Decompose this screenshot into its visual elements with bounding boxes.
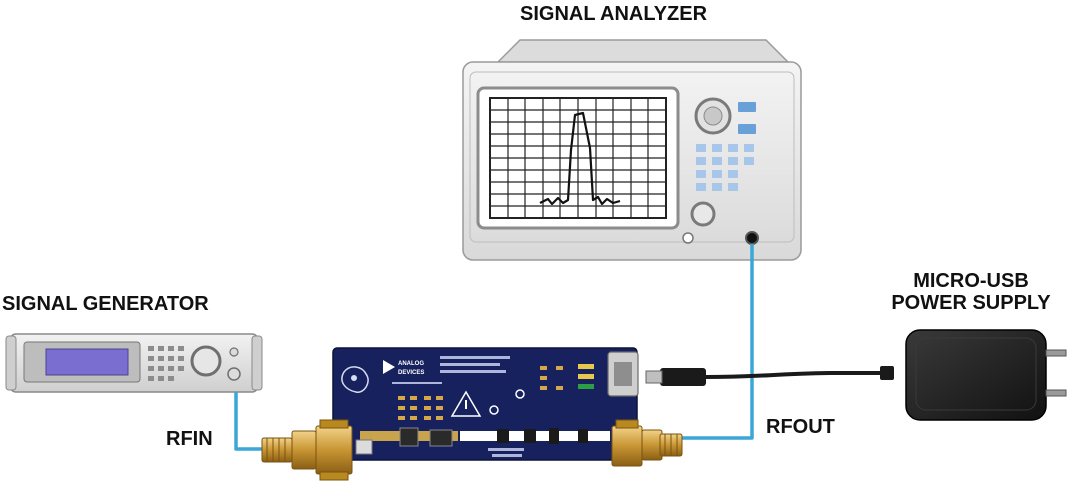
analyzer-rf-input (745, 231, 759, 245)
analyzer-keypad (696, 144, 754, 191)
signal-generator-label: SIGNAL GENERATOR (2, 293, 209, 315)
usb-power-supply-icon (905, 329, 1067, 421)
main-ic (399, 427, 419, 447)
rfout-label: RFOUT (766, 416, 835, 438)
usb-power-supply-label: MICRO-USB POWER SUPPLY (866, 270, 1076, 314)
usb-power-supply-label-line2: POWER SUPPLY (891, 292, 1051, 314)
signal-generator-icon (5, 333, 263, 393)
rfin-label: RFIN (166, 428, 213, 450)
board-logo-line1: ANALOG (398, 361, 424, 367)
analyzer-grid (490, 98, 666, 218)
rfin-sma-connector (261, 419, 353, 481)
usb-cable (645, 366, 894, 386)
rf-cables (234, 244, 754, 451)
usb-power-supply-label-line1: MICRO-USB (913, 270, 1029, 292)
generator-buttons (148, 346, 184, 381)
rfout-sma-connector (611, 419, 683, 467)
board-logo-line2: DEVICES (398, 370, 424, 376)
spectrum-trace (539, 111, 621, 206)
rfin-cable (234, 392, 268, 451)
evaluation-board-icon: ANALOG DEVICES (332, 347, 639, 461)
signal-analyzer-label: SIGNAL ANALYZER (520, 3, 708, 25)
signal-analyzer-icon (462, 39, 802, 261)
rfout-cable (680, 244, 754, 440)
